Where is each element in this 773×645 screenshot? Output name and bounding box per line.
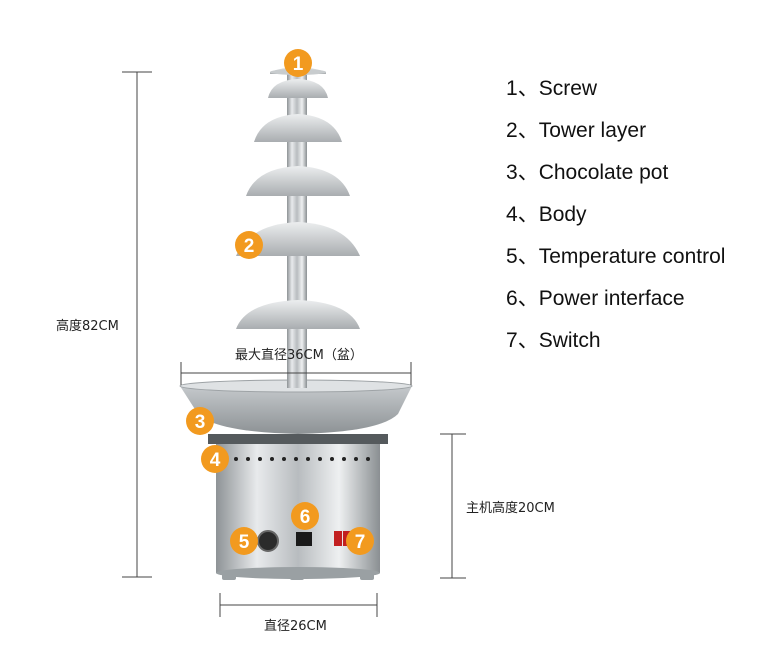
legend-separator: 、 [517,77,539,100]
legend-text: Body [538,203,587,226]
total-height-label: 高度82CM [56,318,119,334]
legend-number: 3 [506,161,518,184]
legend-number: 1 [506,77,518,100]
callout-7-number: 7 [355,532,366,553]
chocolate-pot [179,379,413,434]
legend-separator: 、 [517,287,539,310]
temperature-knob [257,530,279,552]
legend-text: Switch [538,329,601,352]
legend-text: Screw [538,77,598,100]
legend-text: Tower layer [538,119,647,142]
tower-tiers [236,67,360,329]
base-diameter-label: 直径26CM [264,619,327,634]
legend-number: 7 [506,329,518,352]
parts-legend: 1、Screw 2、Tower layer 3、Chocolate pot 4、… [506,74,725,368]
legend-item: 3、Chocolate pot [506,158,725,200]
legend-separator: 、 [517,161,539,184]
legend-item: 1、Screw [506,74,725,116]
legend-separator: 、 [517,119,539,142]
callout-1-number: 1 [293,54,304,75]
callout-6-number: 6 [300,507,311,528]
callout-7: 7 [346,527,374,555]
legend-item: 7、Switch [506,326,725,368]
callout-1: 1 [284,49,312,77]
callout-5: 5 [230,527,258,555]
legend-text: Chocolate pot [538,161,669,184]
callout-6: 6 [291,502,319,530]
legend-item: 6、Power interface [506,284,725,326]
body-height-label: 主机高度20CM [466,500,555,516]
legend-item: 5、Temperature control [506,242,725,284]
callout-3: 3 [186,407,214,435]
legend-separator: 、 [517,245,539,268]
legend-text: Temperature control [538,245,726,268]
dimension-lines [122,71,466,617]
power-socket [296,532,312,546]
callout-2: 2 [235,231,263,259]
vent-holes [234,457,370,461]
legend-item: 2、Tower layer [506,116,725,158]
fountain-feet [222,573,374,580]
legend-text: Power interface [538,287,685,310]
legend-separator: 、 [517,329,539,352]
legend-number: 2 [506,119,518,142]
legend-number: 5 [506,245,518,268]
callout-4: 4 [201,445,229,473]
max-diameter-label: 最大直径36CM（盆） [235,348,363,363]
callout-2-number: 2 [244,236,255,257]
legend-number: 6 [506,287,518,310]
legend-item: 4、Body [506,200,725,242]
callout-4-number: 4 [210,450,221,471]
callout-5-number: 5 [239,532,250,553]
callout-3-number: 3 [195,412,206,433]
legend-separator: 、 [517,203,539,226]
legend-number: 4 [506,203,518,226]
